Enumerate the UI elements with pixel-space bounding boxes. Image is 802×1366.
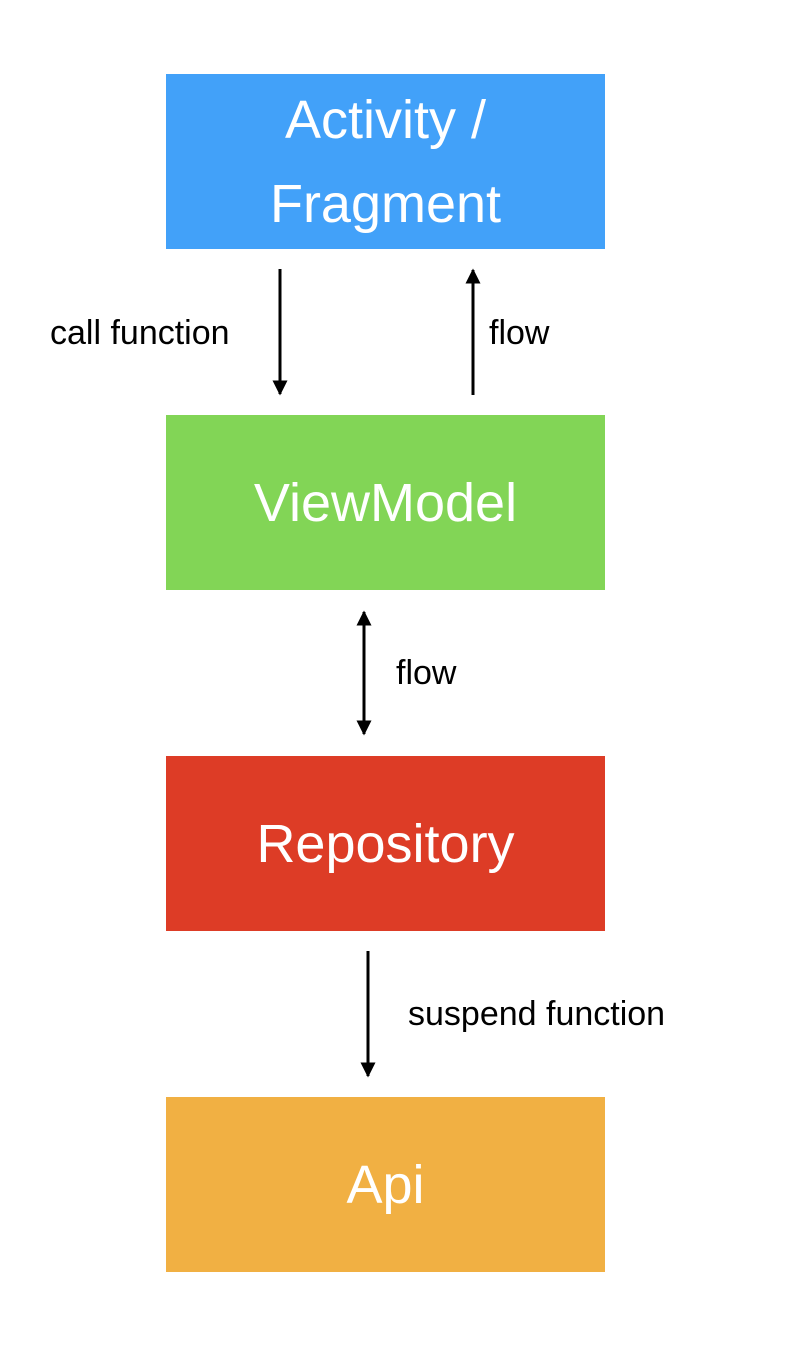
repository-label: Repository [256,813,515,874]
api-label: Api [346,1154,425,1215]
repository-box: Repository [166,756,605,931]
viewmodel-box: ViewModel [166,415,605,590]
api-box: Api [166,1097,605,1272]
activity-fragment-box: Activity / Fragment [166,74,605,249]
viewmodel-label: ViewModel [253,472,518,533]
flow-up-label: flow [489,314,550,352]
activity-fragment-label: Activity / Fragment [269,89,502,234]
flow-bidirectional-label: flow [396,654,457,692]
call-function-label: call function [50,314,230,352]
suspend-function-label: suspend function [408,995,666,1033]
